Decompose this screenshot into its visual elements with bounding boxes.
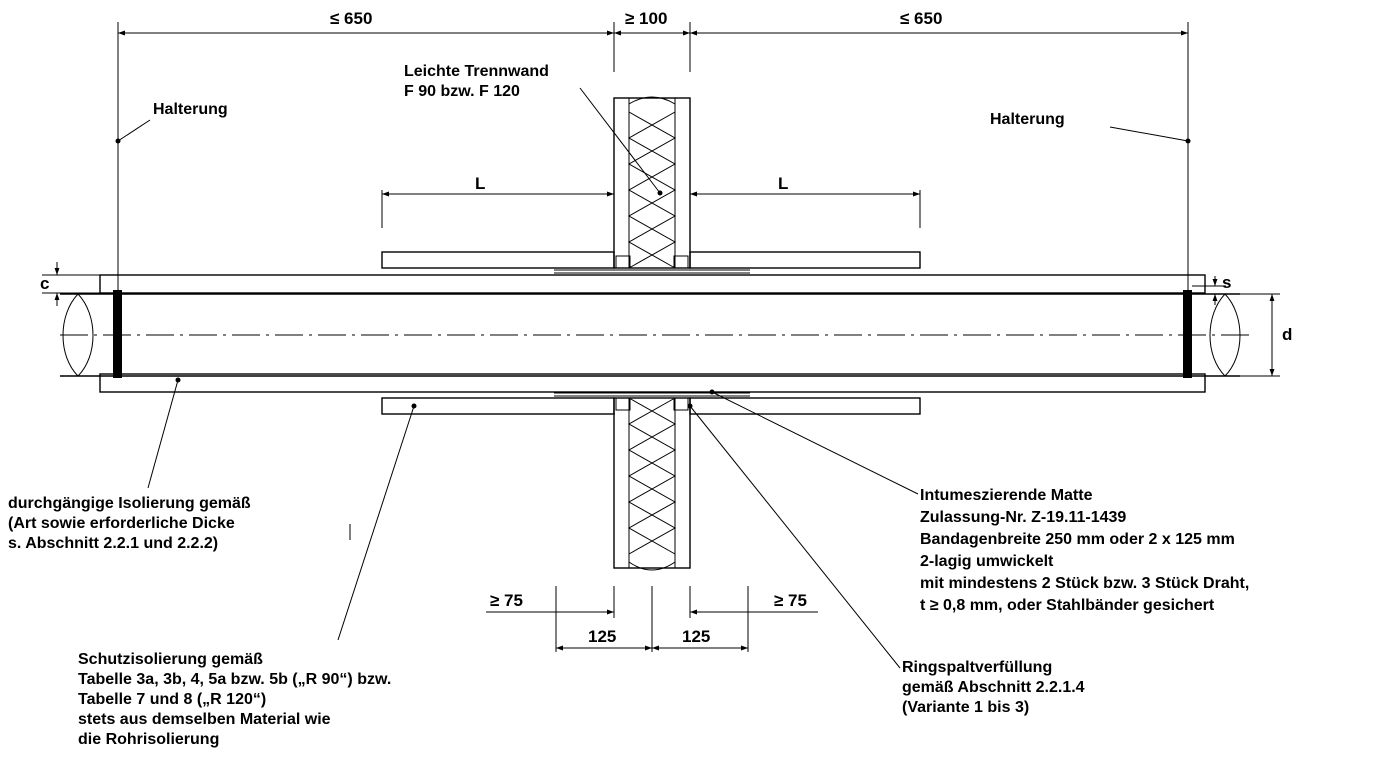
label-halterung-left: Halterung <box>153 101 228 118</box>
dim-c: c <box>40 274 49 293</box>
dim-top-center: ≥ 100 <box>625 9 667 28</box>
dim-bottom-75-right: ≥ 75 <box>774 591 807 610</box>
top-dimension: ≤ 650 ≥ 100 ≤ 650 <box>117 9 1189 72</box>
support-left <box>113 290 122 378</box>
label-isolierung: durchgängige Isolierung gemäß (Art sowie… <box>8 495 255 552</box>
dim-d: d <box>1282 325 1292 344</box>
dim-l-left: L <box>475 174 485 193</box>
dim-top-right: ≤ 650 <box>900 9 942 28</box>
label-wall: Leichte Trennwand F 90 bzw. F 120 <box>404 63 553 100</box>
dim-bottom-125-left: 125 <box>588 627 616 646</box>
label-intumeszierende-matte: Intumeszierende Matte Zulassung-Nr. Z-19… <box>920 487 1254 614</box>
dim-l-right: L <box>778 174 788 193</box>
pipe <box>60 293 1250 377</box>
l-dimensions: L L <box>381 174 921 228</box>
dim-s: s <box>1222 273 1231 292</box>
small-dimensions: c s d <box>40 262 1292 377</box>
pipe-insulation <box>99 274 1206 393</box>
wall-upper <box>613 96 691 269</box>
wall-lower <box>613 397 691 571</box>
dim-bottom-125-right: 125 <box>682 627 710 646</box>
label-schutzisolierung: Schutzisolierung gemäß Tabelle 3a, 3b, 4… <box>78 651 396 748</box>
bottom-dimensions: ≥ 75 125 125 ≥ 75 <box>486 586 818 652</box>
label-halterung-right: Halterung <box>990 111 1065 128</box>
dim-bottom-75-left: ≥ 75 <box>490 591 523 610</box>
leader-lines <box>147 87 919 669</box>
schutzisolierung-sleeves <box>381 251 921 415</box>
support-right <box>1183 290 1192 378</box>
label-ringspaltverfuellung: Ringspaltverfüllung gemäß Abschnitt 2.2.… <box>902 659 1089 716</box>
dim-top-left: ≤ 650 <box>330 9 372 28</box>
